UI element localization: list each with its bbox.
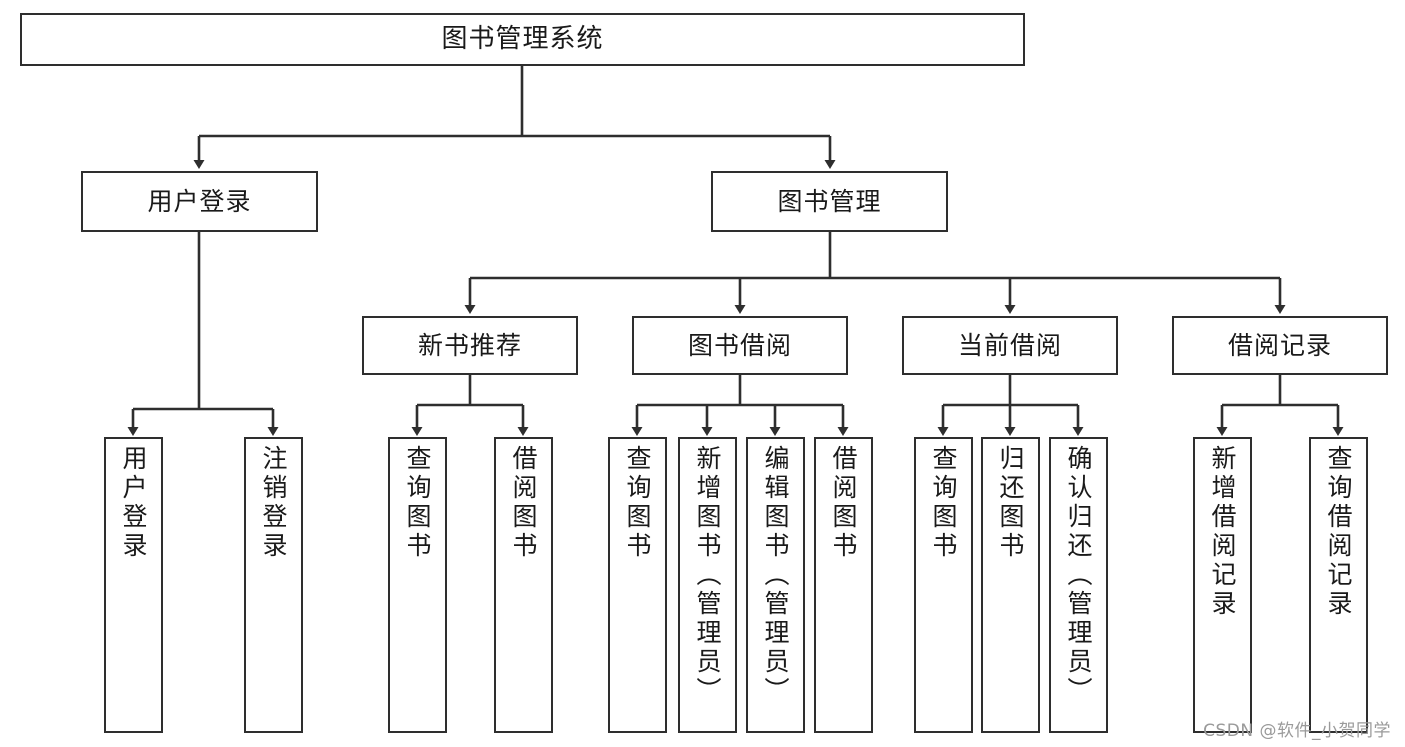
leaf-return-book[interactable]: 归还图书 [981,437,1040,733]
leaf-add-book[interactable]: 新增图书（管理员） [678,437,737,733]
node-label: 注销登录 [259,445,288,561]
node-label: 新增图书（管理员） [693,445,722,706]
node-new-book-recommend[interactable]: 新书推荐 [362,316,578,375]
leaf-borrow-book-recommend[interactable]: 借阅图书 [494,437,553,733]
leaf-logout-login[interactable]: 注销登录 [244,437,303,733]
leaf-query-borrow-record[interactable]: 查询借阅记录 [1309,437,1368,733]
node-label: 借阅记录 [1227,330,1332,360]
node-borrow-record[interactable]: 借阅记录 [1172,316,1388,375]
node-label: 借阅图书 [509,445,538,561]
node-book-manage[interactable]: 图书管理 [711,171,948,232]
node-label: 图书管理系统 [441,24,604,55]
node-label: 借阅图书 [829,445,858,561]
leaf-query-book-recommend[interactable]: 查询图书 [388,437,447,733]
node-label: 确认归还（管理员） [1064,445,1093,706]
leaf-query-book-borrow[interactable]: 查询图书 [608,437,667,733]
leaf-query-book-current[interactable]: 查询图书 [914,437,973,733]
node-label: 编辑图书（管理员） [761,445,790,706]
node-user-login[interactable]: 用户登录 [81,171,318,232]
node-label: 用户登录 [147,186,252,216]
node-label: 归还图书 [996,445,1025,561]
node-label: 当前借阅 [957,330,1062,360]
node-label: 查询图书 [403,445,432,561]
leaf-borrow-book[interactable]: 借阅图书 [814,437,873,733]
leaf-user-login[interactable]: 用户登录 [104,437,163,733]
node-book-borrow[interactable]: 图书借阅 [632,316,848,375]
node-label: 新书推荐 [417,330,522,360]
node-label: 用户登录 [119,445,148,561]
node-root-system[interactable]: 图书管理系统 [20,13,1025,66]
node-label: 查询图书 [929,445,958,561]
node-label: 查询图书 [623,445,652,561]
watermark-text: CSDN @软件_小贺同学 [1203,721,1391,741]
leaf-confirm-return[interactable]: 确认归还（管理员） [1049,437,1108,733]
node-label: 图书借阅 [687,330,792,360]
leaf-edit-book[interactable]: 编辑图书（管理员） [746,437,805,733]
node-label: 查询借阅记录 [1324,445,1353,619]
node-label: 图书管理 [777,186,882,216]
leaf-add-borrow-record[interactable]: 新增借阅记录 [1193,437,1252,733]
node-label: 新增借阅记录 [1208,445,1237,619]
node-current-borrow[interactable]: 当前借阅 [902,316,1118,375]
